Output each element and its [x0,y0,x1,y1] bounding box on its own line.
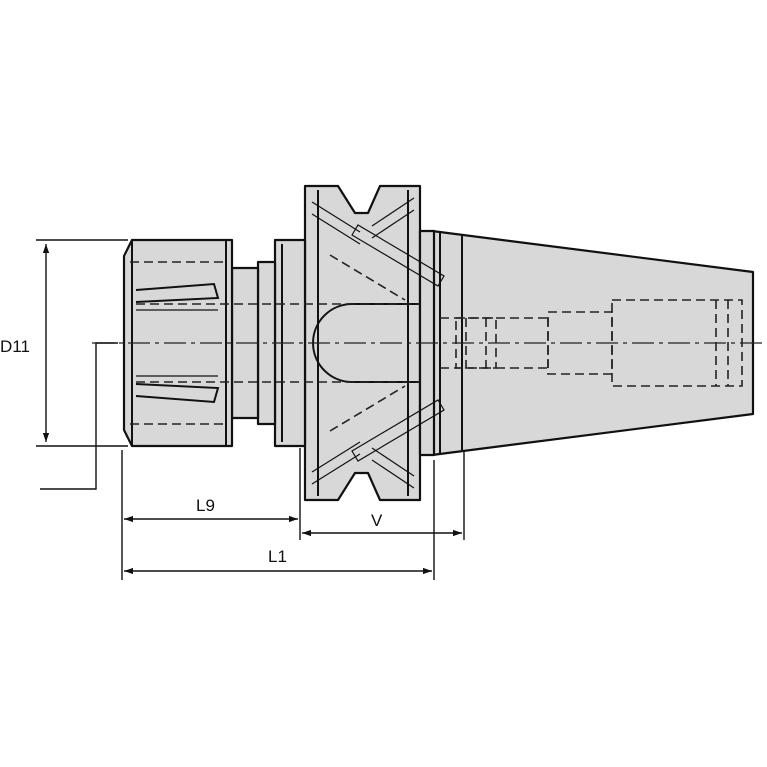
dimension-v: V [302,511,462,537]
dimension-d11: D11 [0,239,128,447]
l1-label: L1 [268,547,287,566]
l9-label: L9 [196,496,215,515]
d11-label: D11 [0,337,30,356]
extension-lines [121,448,465,580]
dimension-l9: L9 [124,496,298,523]
v-label: V [371,511,383,530]
leader-line [40,342,118,490]
dimension-l1: L1 [124,547,432,575]
